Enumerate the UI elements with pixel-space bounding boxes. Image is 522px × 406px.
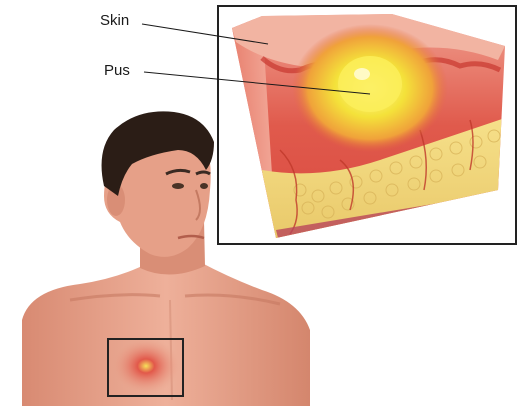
chest-abscess (112, 338, 180, 394)
skin-cross-section-inset (218, 6, 516, 246)
skin-label: Skin (100, 12, 129, 29)
pus-label: Pus (104, 62, 130, 79)
